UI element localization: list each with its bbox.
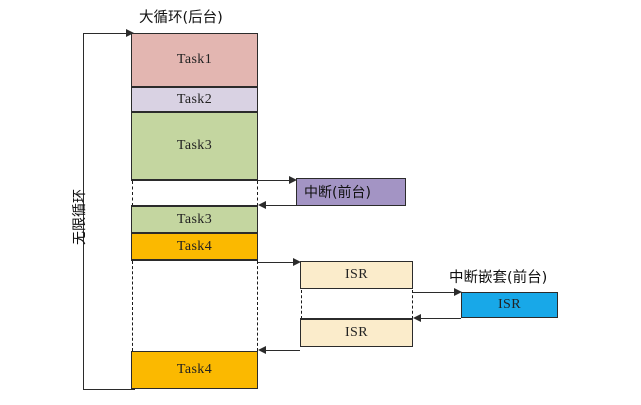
task-block-label: Task4 — [176, 362, 213, 377]
loop-label: 无限循环 — [72, 189, 88, 245]
task-block-label: Task4 — [176, 238, 213, 254]
lifeline-left-gap2 — [132, 261, 133, 351]
task-block-label: Task3 — [176, 211, 213, 227]
arrow-to-interrupt-line — [258, 180, 290, 182]
interrupt-box — [296, 178, 406, 206]
task-block-task3-second: Task3 — [131, 206, 258, 233]
title-background-loop: 大循环(后台) — [139, 10, 223, 26]
lifeline-right-gap2 — [257, 261, 258, 351]
isr-block-label: ISR — [345, 267, 368, 282]
nested-isr-block: ISR — [461, 292, 558, 318]
arrow-to-nested-line — [413, 292, 455, 294]
arrow-to-isr-head — [293, 258, 301, 266]
task-block-task2: Task2 — [131, 87, 258, 112]
gap1-top-rule — [131, 180, 258, 182]
loop-bracket-top — [83, 33, 127, 35]
gap1-bottom-rule — [131, 205, 258, 207]
loop-bracket-bottom — [83, 389, 135, 391]
arrow-to-isr-line — [258, 262, 294, 264]
nested-isr-label: ISR — [498, 297, 521, 312]
title-nested-interrupt: 中断嵌套(前台) — [449, 270, 548, 286]
task-block-label: Task2 — [176, 91, 213, 107]
isr-lifeline-left — [301, 290, 302, 319]
task-block-task4-first: Task4 — [131, 233, 258, 260]
isr-gap-bottom-rule — [300, 318, 413, 320]
task-block-task4-second: Task4 — [131, 351, 258, 389]
title-interrupt: 中断(前台) — [304, 185, 371, 201]
isr-lifeline-right — [412, 290, 413, 319]
gap2-top-rule — [131, 260, 258, 262]
task-block-label: Task3 — [176, 138, 213, 153]
arrow-from-isr-head — [258, 346, 266, 354]
task-block-task1: Task1 — [131, 33, 258, 87]
arrow-to-interrupt-head — [289, 176, 297, 184]
lifeline-left-gap1 — [132, 181, 133, 206]
arrow-from-interrupt-head — [258, 201, 266, 209]
arrow-to-nested-head — [454, 288, 462, 296]
isr-block-label: ISR — [345, 325, 368, 340]
arrow-from-nested-head — [413, 314, 421, 322]
loop-arrow-head — [126, 29, 134, 37]
loop-bracket-vertical — [83, 33, 85, 390]
isr-block-first: ISR — [300, 261, 413, 289]
lifeline-right-gap1 — [257, 181, 258, 206]
arrow-from-nested-line — [421, 318, 461, 320]
isr-block-second: ISR — [300, 319, 413, 347]
task-block-label: Task1 — [176, 52, 213, 67]
task-block-task3-first: Task3 — [131, 112, 258, 180]
arrow-from-interrupt-line — [266, 205, 296, 207]
arrow-from-isr-line — [266, 350, 300, 352]
